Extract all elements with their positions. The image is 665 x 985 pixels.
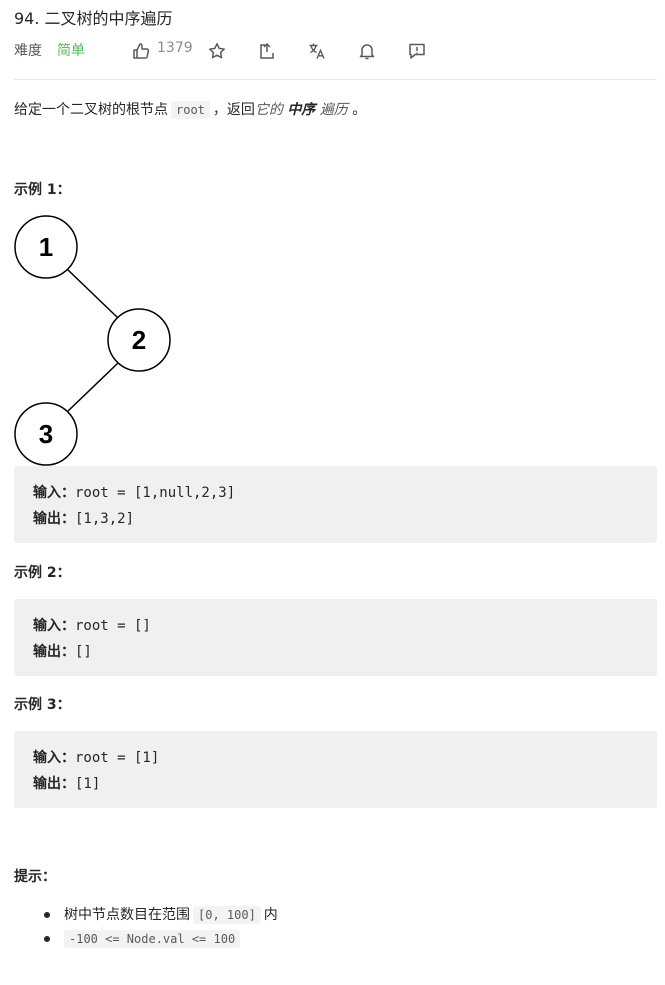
difficulty-label: 难度 <box>14 43 42 59</box>
translate-icon[interactable] <box>308 42 326 60</box>
example-2-output: [] <box>75 644 92 660</box>
desc-italic-traversal: 遍历 <box>319 102 348 118</box>
desc-middle: ，返回 <box>212 102 255 118</box>
constraint-1-suffix: 内 <box>263 907 278 923</box>
output-label: 输出： <box>33 511 75 527</box>
desc-italic-its: 它的 <box>254 102 283 118</box>
example-2-input: root = [] <box>75 618 151 634</box>
constraint-2-code: -100 <= Node.val <= 100 <box>64 930 241 948</box>
example-1-input: root = [1,null,2,3] <box>75 485 236 501</box>
constraints-label: 提示： <box>14 869 56 885</box>
header-divider <box>14 79 657 80</box>
output-label: 输出： <box>33 776 75 792</box>
svg-text:2: 2 <box>132 325 146 355</box>
star-icon[interactable] <box>208 42 226 60</box>
like-count: 1379 <box>157 40 193 56</box>
feedback-icon[interactable] <box>408 42 426 60</box>
tree-node-3: 3 <box>14 402 78 466</box>
example-3-input-line: 输入：root = [1] <box>33 747 159 767</box>
desc-code-root: root <box>171 101 210 119</box>
example-1-label: 示例 1： <box>14 182 71 198</box>
desc-bold-inorder: 中序 <box>287 102 316 118</box>
example-3-output-line: 输出：[1] <box>33 773 100 793</box>
example-1-input-line: 输入：root = [1,null,2,3] <box>33 482 235 502</box>
desc-prefix: 给定一个二叉树的根节点 <box>14 102 168 118</box>
constraint-item: -100 <= Node.val <= 100 <box>14 927 278 951</box>
example-2-input-line: 输入：root = [] <box>33 615 151 635</box>
constraint-item: 树中节点数目在范围[0, 100]内 <box>14 903 278 927</box>
svg-text:3: 3 <box>39 419 53 449</box>
problem-title: 94. 二叉树的中序遍历 <box>14 9 173 28</box>
tree-node-1: 1 <box>14 215 78 279</box>
constraints-list: 树中节点数目在范围[0, 100]内 -100 <= Node.val <= 1… <box>14 903 278 951</box>
example-3-code-block: 输入：root = [1] 输出：[1] <box>14 731 657 808</box>
example-1-output: [1,3,2] <box>75 511 135 527</box>
bullet-icon <box>44 936 50 942</box>
output-label: 输出： <box>33 644 75 660</box>
input-label: 输入： <box>33 618 75 634</box>
example-3-output: [1] <box>75 776 101 792</box>
bullet-icon <box>44 912 50 918</box>
example-3-label: 示例 3： <box>14 697 71 713</box>
example-1-code-block: 输入：root = [1,null,2,3] 输出：[1,3,2] <box>14 466 657 543</box>
tree-edge-1-2 <box>66 268 119 319</box>
example-1-tree-diagram: 1 2 3 <box>14 215 171 466</box>
share-icon[interactable] <box>258 42 276 60</box>
example-3-input: root = [1] <box>75 750 160 766</box>
difficulty-badge: 简单 <box>57 43 85 59</box>
bell-icon[interactable] <box>358 42 376 60</box>
svg-text:1: 1 <box>39 232 53 262</box>
tree-node-2: 2 <box>107 308 171 372</box>
example-2-label: 示例 2： <box>14 565 71 581</box>
example-1-output-line: 输出：[1,3,2] <box>33 508 134 528</box>
tree-edge-2-3 <box>66 362 119 413</box>
constraint-1-code: [0, 100] <box>193 906 261 924</box>
constraint-1-prefix: 树中节点数目在范围 <box>64 907 190 923</box>
example-2-output-line: 输出：[] <box>33 641 92 661</box>
input-label: 输入： <box>33 750 75 766</box>
input-label: 输入： <box>33 485 75 501</box>
like-button[interactable]: 1379 <box>132 40 193 60</box>
desc-suffix: 。 <box>352 102 367 118</box>
thumbs-up-icon <box>133 43 150 59</box>
problem-meta-bar: 难度 简单 1379 <box>14 40 454 60</box>
example-2-code-block: 输入：root = [] 输出：[] <box>14 599 657 676</box>
